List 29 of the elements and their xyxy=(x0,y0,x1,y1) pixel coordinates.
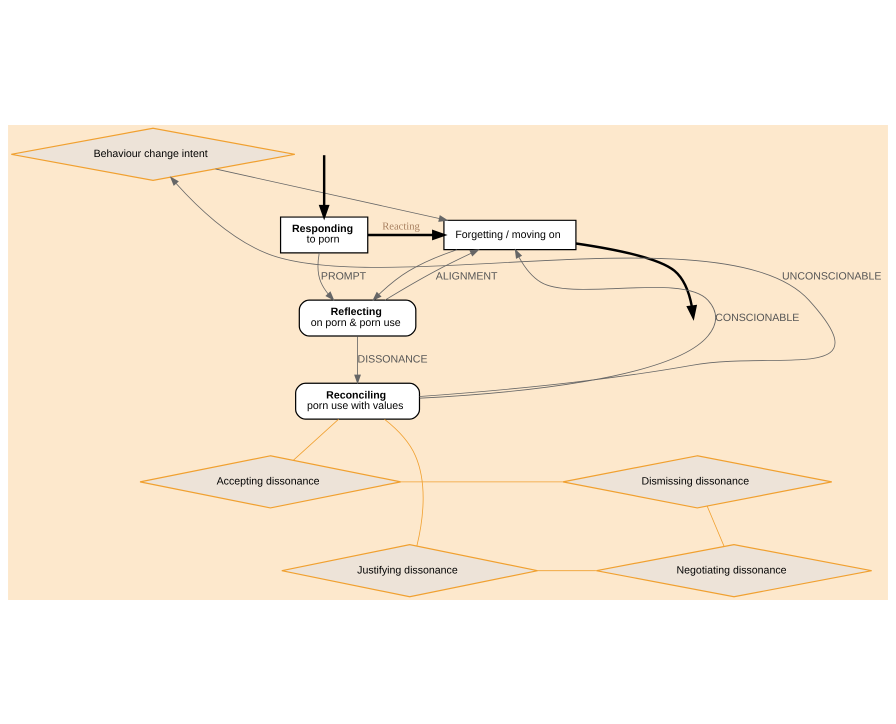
node-diamond: Dismissing dissonance xyxy=(562,454,832,508)
node-diamond: Accepting dissonance xyxy=(139,454,402,508)
connector xyxy=(400,480,564,482)
edge-label: UNCONSCIONABLE xyxy=(782,270,882,282)
connector xyxy=(706,505,725,546)
node-diamond: Behaviour change intent xyxy=(10,127,296,181)
node-box: Reconciling porn use with values xyxy=(295,382,420,420)
node-box: Forgetting / moving on xyxy=(443,219,577,250)
edge-label: PROMPT xyxy=(320,270,366,282)
connector xyxy=(292,418,340,460)
arrow xyxy=(354,335,361,384)
connector xyxy=(537,570,596,571)
arrow xyxy=(372,248,458,301)
node-diamond: Justifying dissonance xyxy=(281,543,538,597)
arrow xyxy=(318,154,330,220)
arrow xyxy=(384,248,480,300)
node-box: Responding to porn xyxy=(280,216,368,254)
arrow xyxy=(215,168,449,222)
connector xyxy=(384,418,424,546)
node-box: Reflecting on porn & porn use xyxy=(298,299,416,336)
arrow xyxy=(170,176,836,396)
arrow xyxy=(368,229,448,240)
arrow xyxy=(419,248,716,398)
arrow xyxy=(576,242,698,320)
edge-label: DISSONANCE xyxy=(358,352,428,365)
arrow xyxy=(318,252,335,300)
edge-label: Reacting xyxy=(382,221,420,232)
node-diamond: Negotiating dissonance xyxy=(596,543,872,597)
edge-label: ALIGNMENT xyxy=(436,270,498,282)
